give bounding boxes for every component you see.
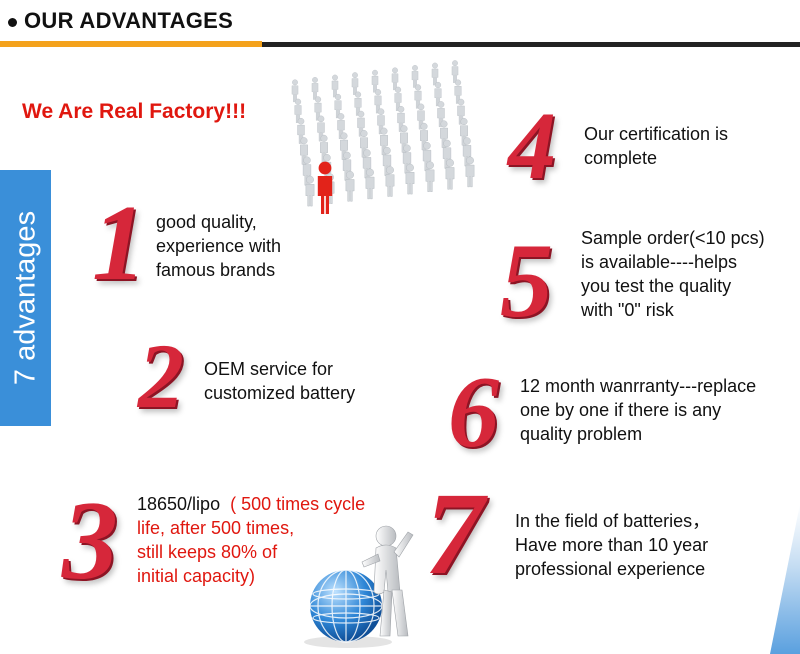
- text-line: is available----helps: [581, 252, 738, 272]
- text-line: one by one if there is any: [520, 400, 722, 420]
- numeral-6: 6: [448, 356, 499, 469]
- text-line: famous brands: [156, 260, 276, 280]
- header-divider: [262, 42, 800, 47]
- text-line: Our certification is: [584, 124, 729, 144]
- text-line: good quality,: [156, 212, 257, 232]
- numeral-5: 5: [500, 222, 553, 339]
- advantage-4-text: Our certification is complete: [584, 122, 728, 170]
- advantage-2-text: OEM service for customized battery: [204, 357, 355, 405]
- text-line: experience with: [156, 236, 282, 256]
- advantage-3-text: 18650/lipo ( 500 times cycle life, after…: [137, 492, 365, 588]
- factory-headline: We Are Real Factory!!!: [22, 100, 247, 123]
- text-line: complete: [584, 148, 658, 168]
- advantage-6-text: 12 month wanrranty---replace one by one …: [520, 374, 756, 446]
- numeral-2: 2: [138, 325, 184, 427]
- numeral-1: 1: [92, 184, 146, 303]
- text-line: initial capacity): [137, 566, 256, 586]
- text-line: 12 month wanrranty---replace: [520, 376, 757, 396]
- corner-decoration: [770, 504, 800, 654]
- text-line: OEM service for: [204, 359, 334, 379]
- globe-figure-icon: [304, 525, 414, 648]
- text-line: with "0" risk: [581, 300, 674, 320]
- header-bullet: [8, 18, 17, 27]
- text-line: Sample order(<10 pcs): [581, 228, 765, 248]
- numeral-7: 7: [425, 468, 484, 599]
- advantage-7-text: In the field of batteries， Have more tha…: [515, 509, 710, 581]
- text-line: Have more than 10 year: [515, 535, 709, 555]
- text-line: 18650/lipo: [137, 494, 221, 514]
- crowd-arrow-icon: [291, 60, 475, 214]
- advantage-5-text: Sample order(<10 pcs) is available----he…: [581, 226, 765, 322]
- text-line: still keeps 80% of: [137, 542, 278, 562]
- text-line: In the field of batteries，: [515, 511, 711, 531]
- text-line: professional experience: [515, 559, 706, 579]
- side-tab-label: 7 advantages: [9, 210, 41, 386]
- side-tab: 7 advantages: [0, 170, 51, 426]
- text-line: life, after 500 times,: [137, 518, 295, 538]
- advantage-1-text: good quality, experience with famous bra…: [156, 210, 281, 282]
- text-line: quality problem: [520, 424, 643, 444]
- numeral-4: 4: [508, 92, 556, 199]
- text-highlight: ( 500 times cycle: [230, 494, 366, 514]
- text-line: you test the quality: [581, 276, 732, 296]
- numeral-3: 3: [62, 479, 118, 603]
- header-accent-bar: [0, 41, 262, 47]
- page-title: OUR ADVANTAGES: [24, 8, 234, 33]
- text-line: customized battery: [204, 383, 356, 403]
